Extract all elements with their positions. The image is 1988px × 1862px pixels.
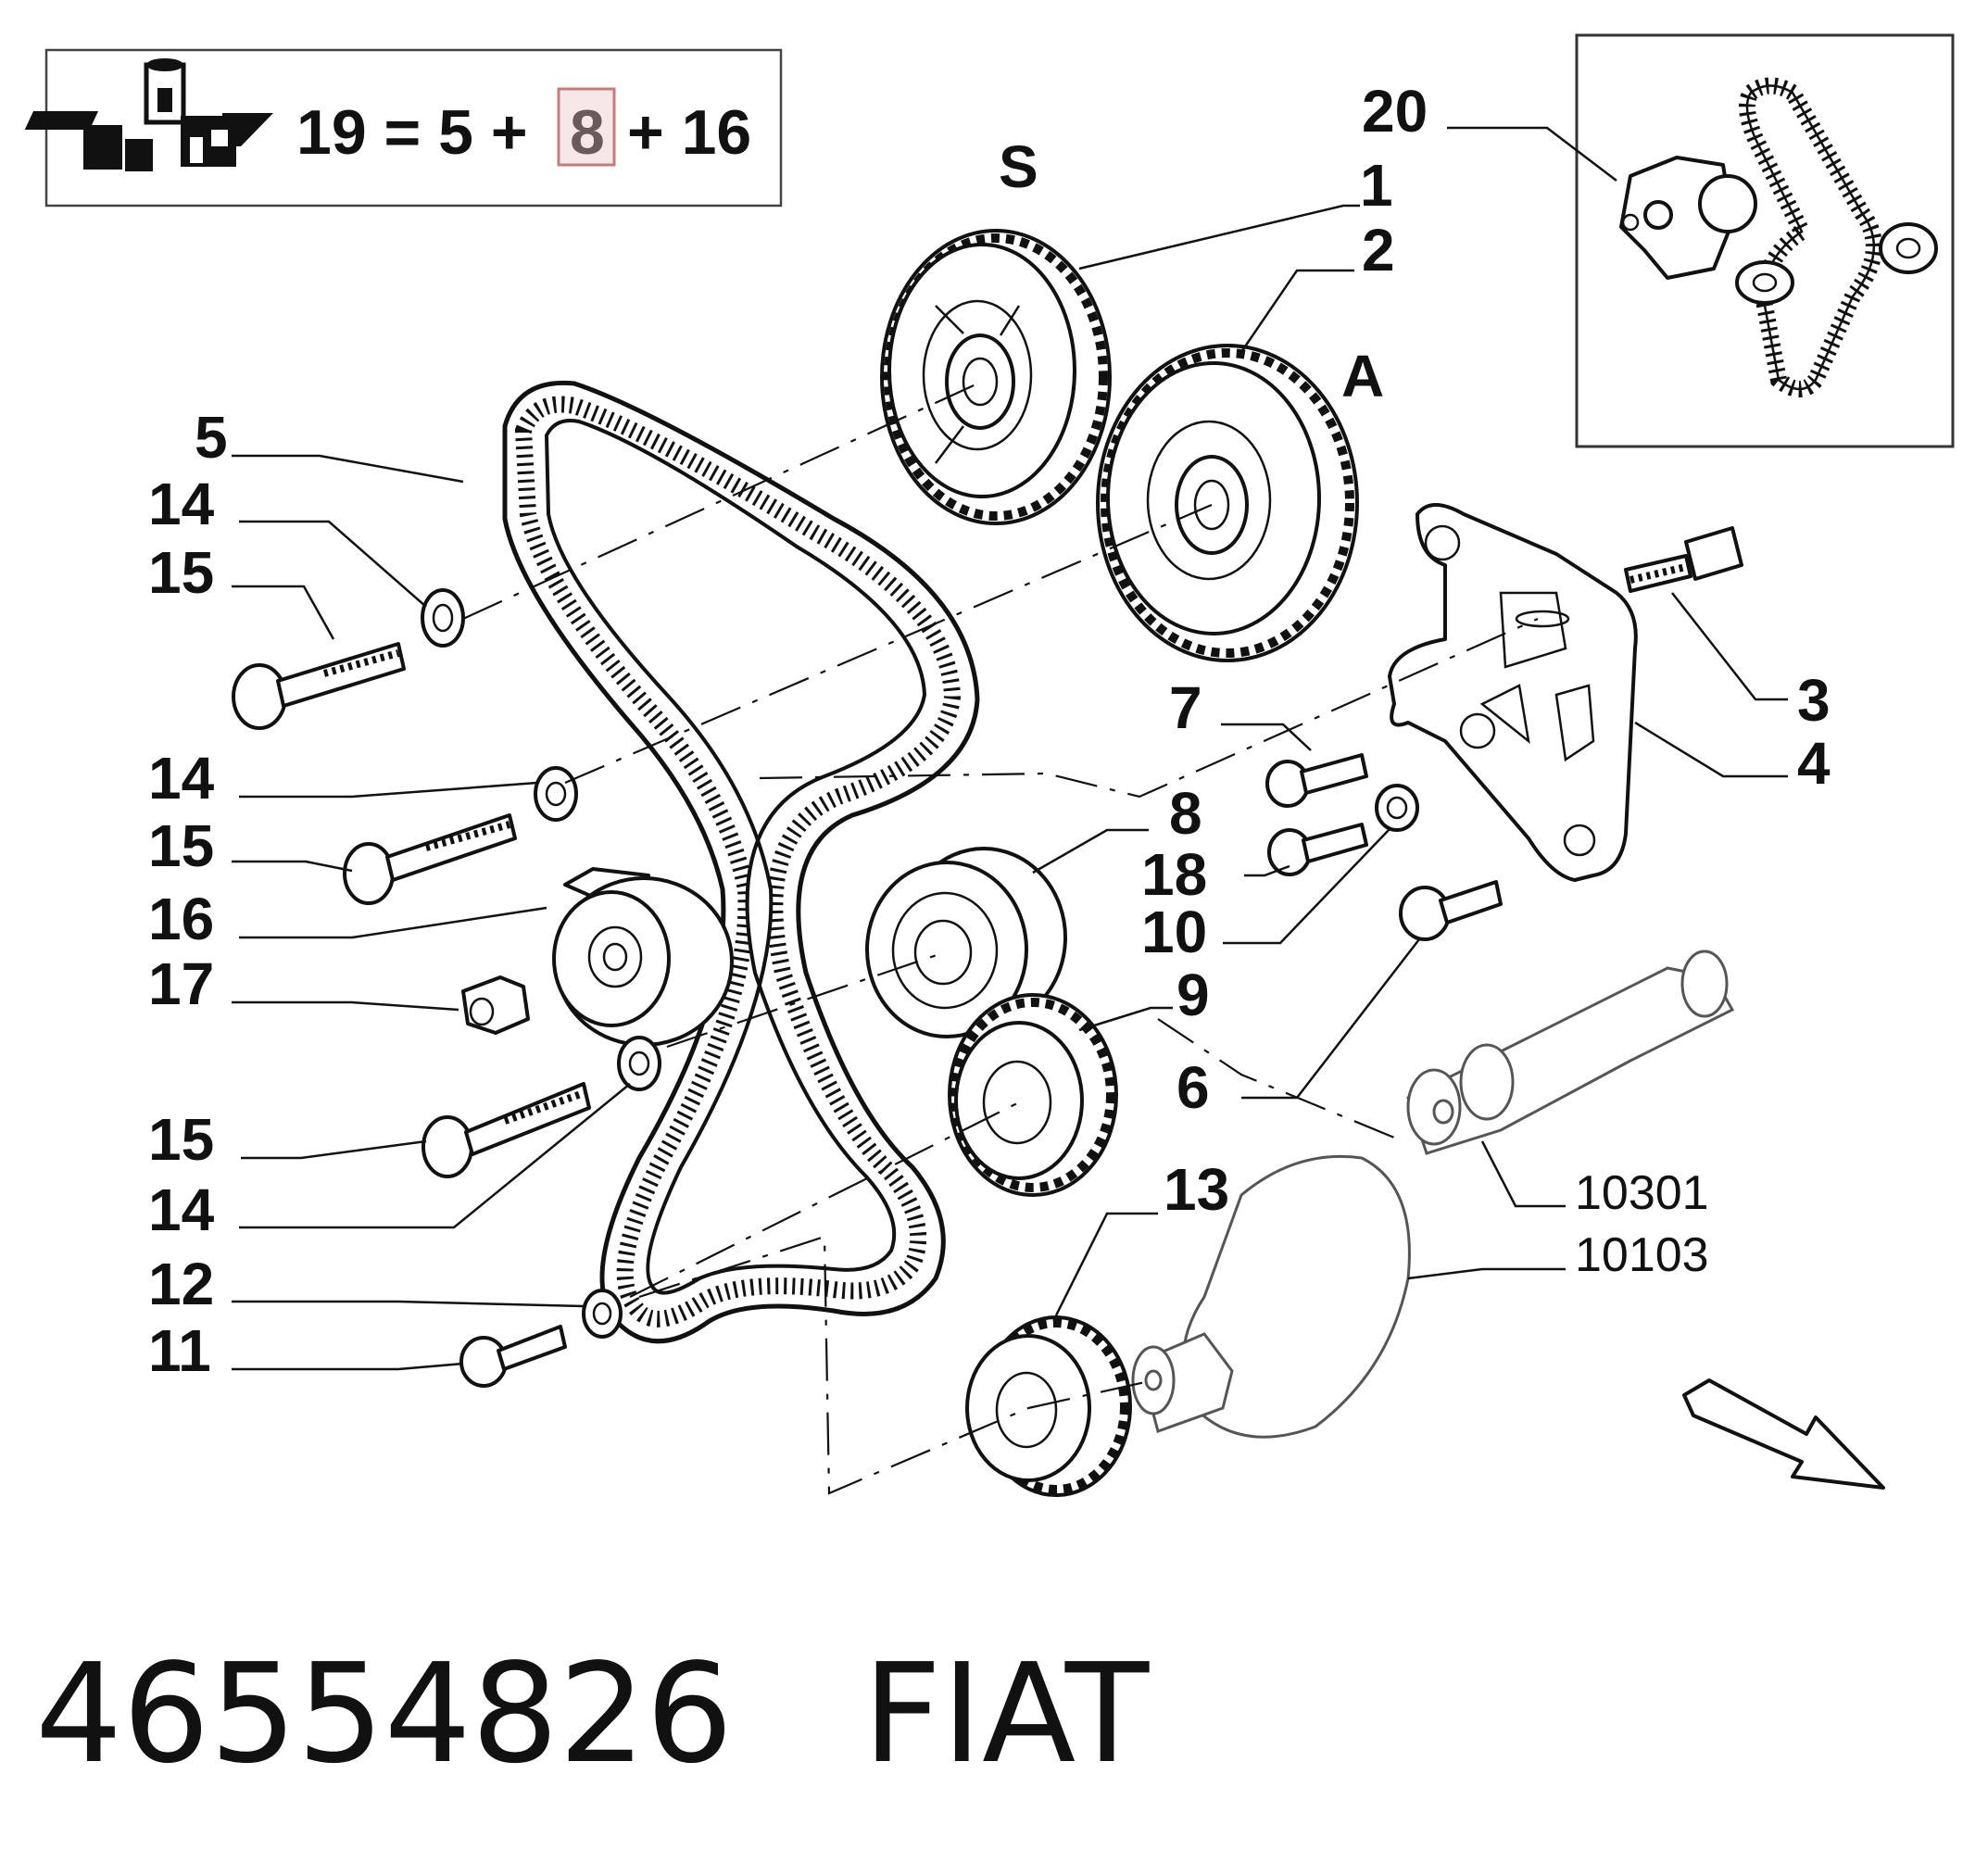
label-s: S bbox=[999, 133, 1038, 200]
washer-14-upper bbox=[421, 588, 465, 648]
callout-14-middle: 14 bbox=[148, 745, 215, 811]
tensioner-bracket bbox=[1388, 503, 1638, 882]
callout-15-middle: 15 bbox=[148, 812, 214, 879]
bolt-15-upper bbox=[232, 642, 406, 730]
bolt-11 bbox=[459, 1325, 567, 1388]
callout-15-upper: 15 bbox=[148, 539, 214, 606]
inset-tensioner-icon bbox=[1735, 260, 1794, 305]
callout-8: 8 bbox=[1169, 780, 1202, 847]
crankshaft-ghost bbox=[1131, 1154, 1411, 1439]
callout-14-upper: 14 bbox=[148, 471, 215, 537]
cam-gear-s bbox=[880, 229, 1112, 525]
kit-formula-highlighted-part: 8 bbox=[570, 97, 605, 168]
callout-10301: 10301 bbox=[1575, 1166, 1709, 1220]
callout-2: 2 bbox=[1362, 217, 1395, 283]
callout-15-lower: 15 bbox=[148, 1106, 214, 1173]
crank-gear-13 bbox=[965, 1315, 1132, 1497]
camshaft-ghost bbox=[1406, 950, 1735, 1155]
callout-12: 12 bbox=[148, 1251, 214, 1317]
brand-name: FIAT bbox=[862, 1634, 1150, 1793]
callout-1: 1 bbox=[1360, 152, 1393, 219]
callout-20: 20 bbox=[1362, 78, 1428, 145]
gear-9 bbox=[948, 993, 1118, 1197]
bolt-7 bbox=[1265, 753, 1368, 808]
part-footer: 46554826 FIAT bbox=[35, 1634, 1149, 1793]
bolt-3 bbox=[1624, 526, 1743, 593]
timing-belt bbox=[502, 380, 980, 1344]
part-number: 46554826 bbox=[35, 1634, 734, 1793]
kit-formula-box: 19 = 5 + 8 + 16 bbox=[24, 48, 783, 208]
washer-10 bbox=[1375, 784, 1419, 832]
callout-14-lower: 14 bbox=[148, 1176, 215, 1243]
kit-formula-lhs: 19 = 5 + bbox=[296, 97, 528, 168]
bolt-15-middle bbox=[343, 813, 517, 905]
center-lines bbox=[462, 380, 1539, 1495]
washer-14-lower bbox=[617, 1036, 661, 1091]
callout-13: 13 bbox=[1164, 1156, 1229, 1223]
bolt-18 bbox=[1267, 823, 1368, 876]
callout-17: 17 bbox=[148, 950, 214, 1017]
callout-18: 18 bbox=[1141, 841, 1207, 908]
callout-9: 9 bbox=[1176, 962, 1210, 1028]
idler-pulley-8 bbox=[865, 847, 1067, 1038]
tensioner-16 bbox=[552, 867, 734, 1047]
washer-12 bbox=[582, 1289, 623, 1339]
bolt-6 bbox=[1399, 880, 1503, 941]
callout-4: 4 bbox=[1797, 730, 1831, 797]
water-pump-icon bbox=[1619, 156, 1757, 280]
callout-16: 16 bbox=[148, 886, 214, 952]
bolt-15-lower bbox=[422, 1082, 591, 1178]
kit-assembly-icon bbox=[24, 58, 273, 171]
direction-arrow-icon bbox=[1682, 1378, 1885, 1490]
callout-5: 5 bbox=[195, 404, 228, 471]
washer-14-middle bbox=[534, 766, 578, 822]
callout-7: 7 bbox=[1169, 674, 1202, 741]
label-a: A bbox=[1341, 343, 1384, 409]
inset-water-pump-box bbox=[1575, 33, 1955, 448]
highlight-box bbox=[557, 87, 616, 167]
inset-idler-icon bbox=[1879, 222, 1938, 274]
callout-10: 10 bbox=[1141, 899, 1207, 965]
callout-3: 3 bbox=[1797, 667, 1831, 734]
callout-10103: 10103 bbox=[1575, 1228, 1709, 1282]
nut-17 bbox=[461, 975, 530, 1035]
callout-6: 6 bbox=[1176, 1054, 1210, 1121]
kit-formula-rhs: + 16 bbox=[627, 97, 751, 168]
callout-11: 11 bbox=[148, 1317, 211, 1384]
cam-gear-a bbox=[1096, 344, 1359, 662]
